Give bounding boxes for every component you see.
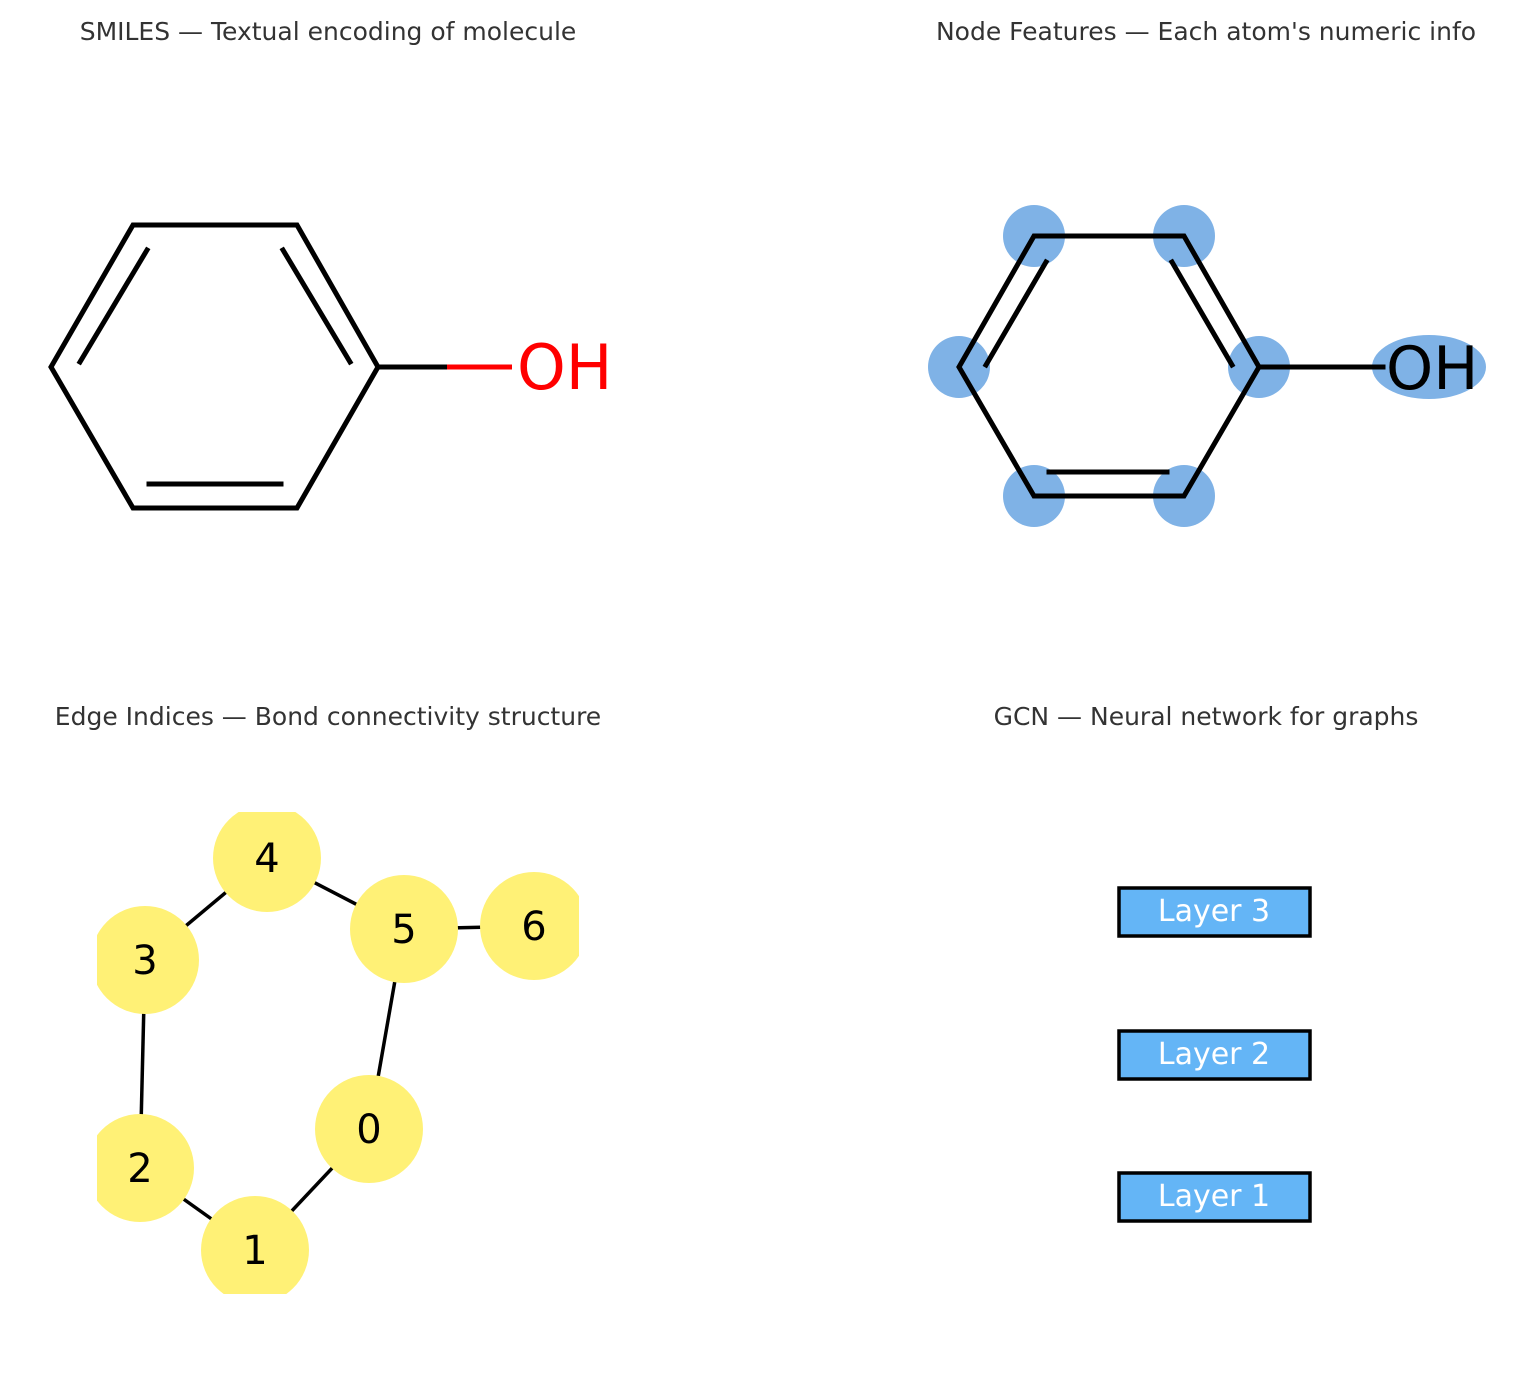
gcn-layer-box [1117, 886, 1312, 938]
node-features-molecule-drawing: OH [928, 205, 1486, 527]
graph-node-circle [97, 906, 199, 1014]
gcn-layer-label: Layer 1 [1158, 1179, 1270, 1214]
gcn-layer-layer-2: Layer 2 [1117, 1029, 1312, 1081]
gcn-layer-layer-3: Layer 3 [1117, 886, 1312, 938]
gcn-layer-box [1117, 1171, 1312, 1223]
hydroxyl-label: OH [1386, 334, 1478, 404]
graph-node-label: 0 [356, 1107, 381, 1153]
gcn-layer-layer-1: Layer 1 [1117, 1171, 1312, 1223]
graph-node-3: 3 [97, 906, 199, 1014]
graph-node-6: 6 [480, 872, 579, 980]
graph-node-label: 4 [254, 836, 279, 882]
hydroxyl-label: OH [517, 331, 612, 404]
graph-node-circle [201, 1196, 309, 1294]
gcn-layer-label: Layer 2 [1158, 1037, 1270, 1072]
double-bond-inner-top-right [279, 246, 354, 366]
gcn-layer-label: Layer 3 [1158, 894, 1270, 929]
node-features-panel-title: Node Features — Each atom's numeric info [935, 17, 1477, 46]
graph-node-circle [350, 875, 458, 983]
gcn-panel-title: GCN — Neural network for graphs [993, 702, 1419, 731]
graph-node-5: 5 [350, 875, 458, 983]
graph-node-2: 2 [97, 1114, 194, 1222]
double-bond-inner-top-left [76, 246, 151, 366]
graph-node-1: 1 [201, 1196, 309, 1294]
smiles-panel-title: SMILES — Textual encoding of molecule [79, 17, 577, 46]
gcn-layer-box [1117, 1029, 1312, 1081]
benzene-ring [956, 233, 1262, 499]
smiles-molecule-drawing: OH [48, 222, 612, 511]
double-bond-inner-top-left [982, 258, 1050, 369]
graph-node-circle [213, 812, 321, 912]
benzene-ring [48, 222, 381, 511]
graph-node-circle [480, 872, 579, 980]
graph-node-label: 3 [132, 938, 157, 984]
graph-node-label: 6 [521, 904, 546, 950]
graph-node-label: 2 [127, 1146, 152, 1192]
graph-node-label: 1 [242, 1228, 267, 1274]
graph-node-circle [315, 1075, 423, 1183]
graph-node-label: 5 [391, 907, 416, 953]
graph-node-0: 0 [315, 1075, 423, 1183]
double-bond-inner-top-right [1168, 258, 1236, 369]
graph-node-4: 4 [213, 812, 321, 912]
atom-highlight-oxygen [1372, 335, 1486, 399]
edge-indices-panel-title: Edge Indices — Bond connectivity structu… [54, 702, 602, 731]
graph-node-circle [97, 1114, 194, 1222]
